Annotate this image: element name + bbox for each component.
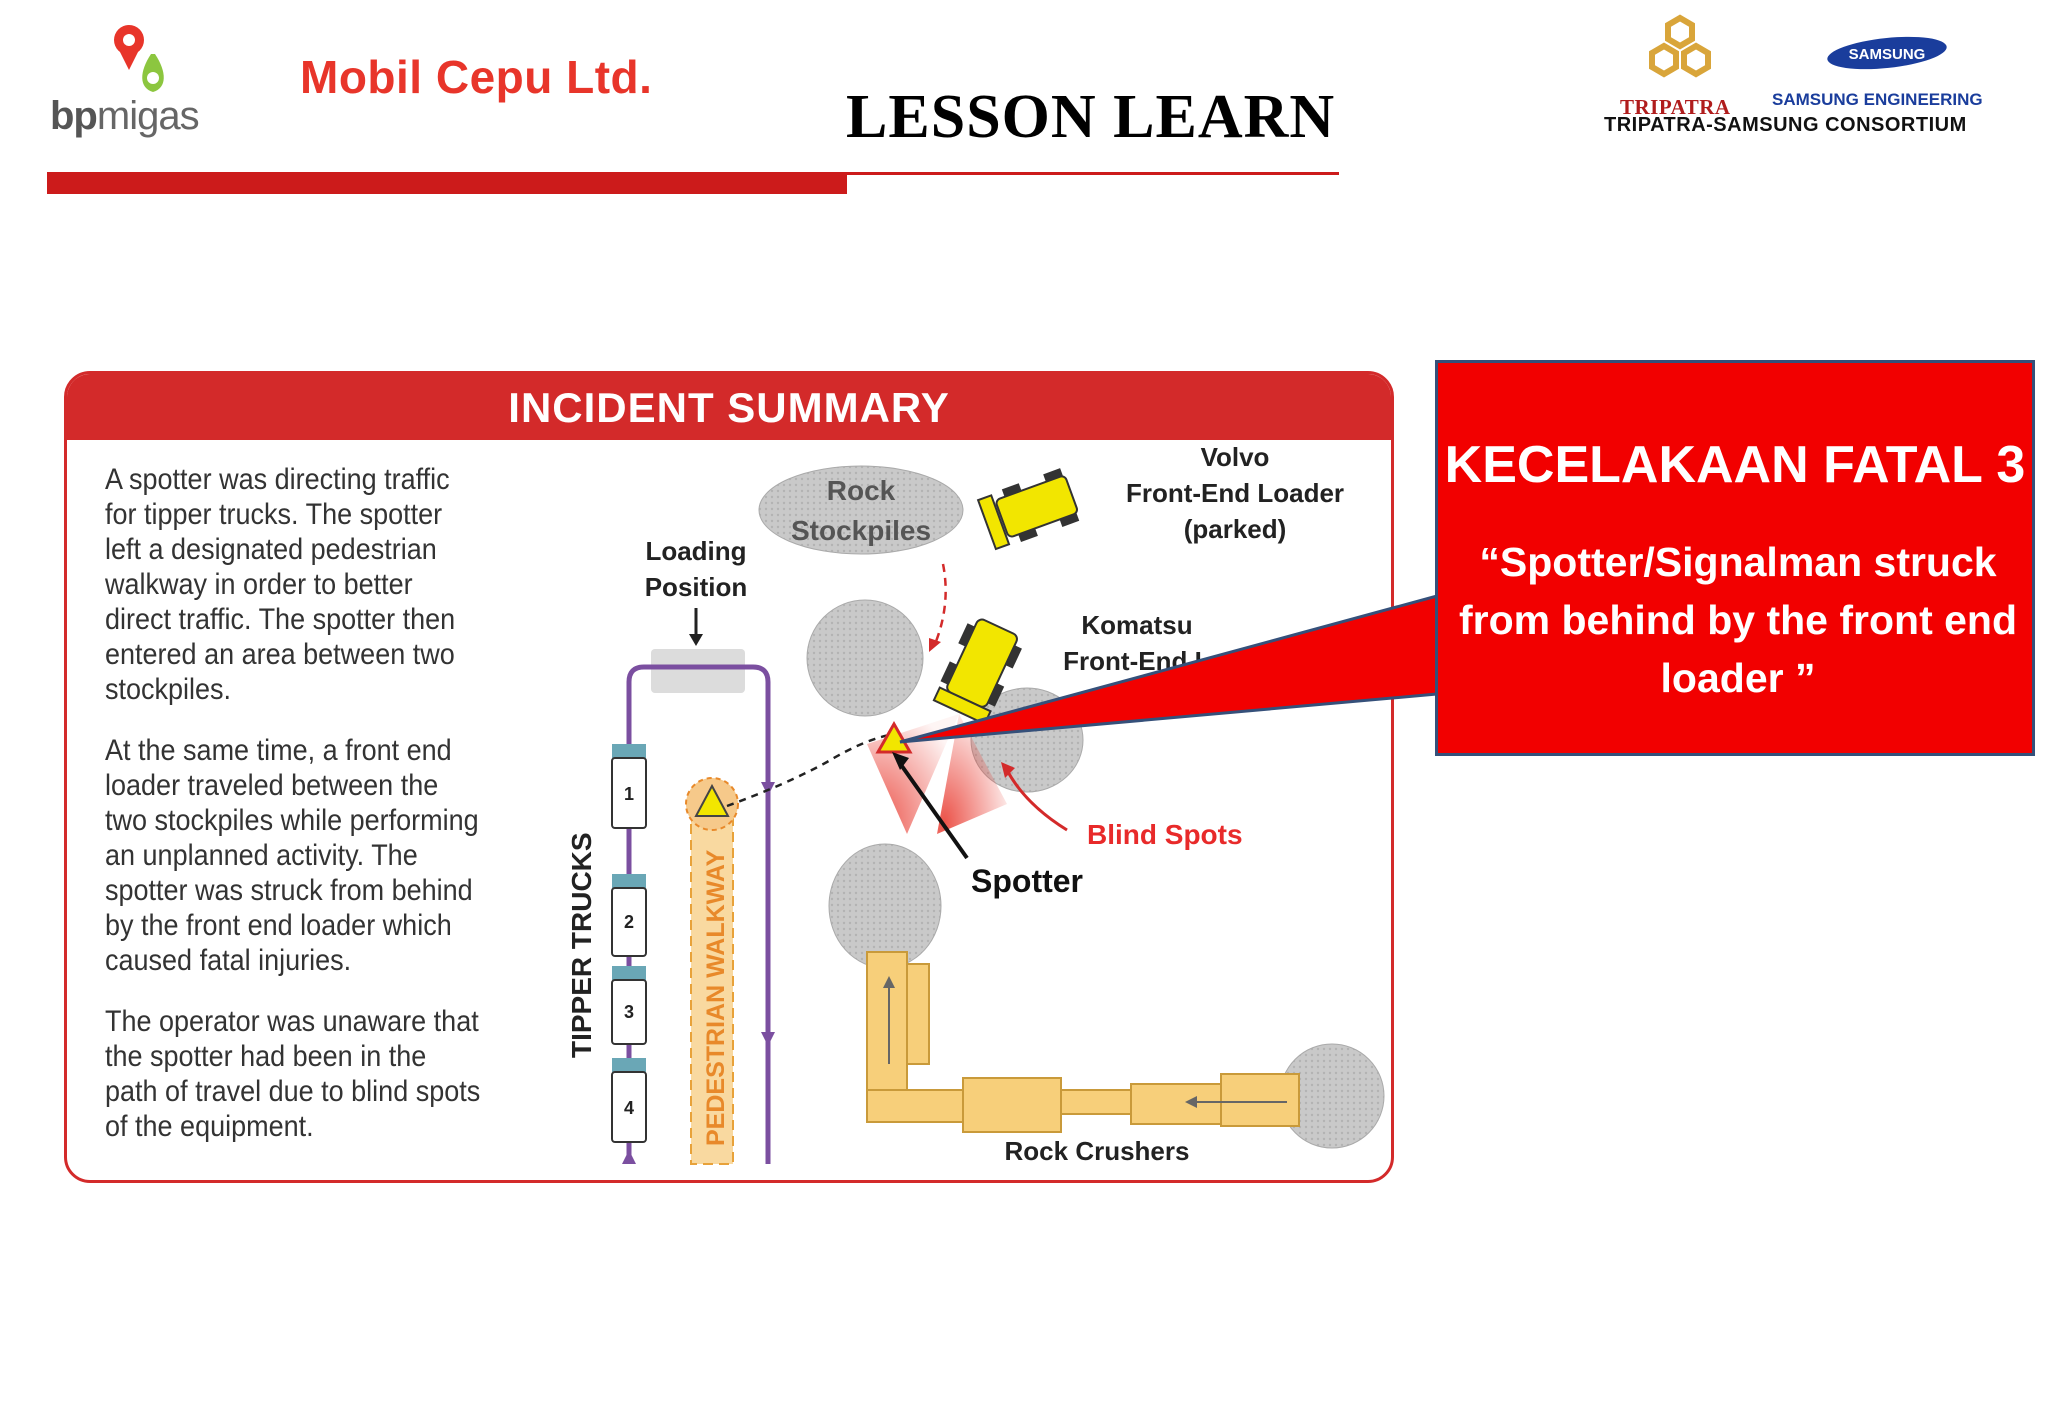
samsung-engineering-label: SAMSUNG ENGINEERING xyxy=(1772,90,1983,109)
incident-summary-heading: INCIDENT SUMMARY xyxy=(67,374,1391,440)
company-name: Mobil Cepu Ltd. xyxy=(300,51,653,103)
fatal-incident-callout: KECELAKAAN FATAL 3 “Spotter/Signalman st… xyxy=(1435,360,2035,756)
pedestrian-walkway-label: PEDESTRIAN WALKWAY xyxy=(702,849,730,1146)
volvo-label: Volvo xyxy=(1201,442,1270,472)
consortium-label: TRIPATRA-SAMSUNG CONSORTIUM xyxy=(1604,114,1967,136)
tripatra-hexagon-icon xyxy=(1649,14,1711,78)
svg-text:3: 3 xyxy=(624,1002,634,1022)
tipper-truck: 3 xyxy=(611,966,647,1045)
blind-spots-pointer xyxy=(1005,769,1068,832)
volvo-label: (parked) xyxy=(1184,514,1287,544)
blind-spot-zone xyxy=(937,714,1007,834)
blind-spots-pointer-head xyxy=(1001,762,1015,778)
spotter-warning-icon xyxy=(875,720,913,754)
komatsu-label: Komatsu xyxy=(1081,610,1192,640)
summary-paragraph: A spotter was directing traffic for tipp… xyxy=(105,463,456,706)
svg-text:4: 4 xyxy=(624,1098,634,1118)
loader-route-arrow xyxy=(929,638,941,652)
callout-title: KECELAKAAN FATAL 3 xyxy=(1444,436,2026,494)
route-arrow xyxy=(622,1150,636,1164)
rock-stockpile-main xyxy=(758,465,964,555)
summary-paragraph: The operator was unaware that the spotte… xyxy=(105,1005,481,1143)
spotter-pointer-head xyxy=(892,752,909,770)
callout-description: “Spotter/Signalman struck from behind by… xyxy=(1458,539,2018,701)
conveyor-arrow-head xyxy=(883,976,895,988)
incident-site-diagram: Rock Stockpiles Loading Position 1 2 xyxy=(566,442,1385,1166)
warning-triangle-icon xyxy=(694,783,730,817)
truck-route-path xyxy=(626,664,771,1164)
rock-stockpiles-label: Stockpiles xyxy=(791,515,931,546)
spotter-path xyxy=(726,732,896,808)
blind-spots-label: Blind Spots xyxy=(1087,819,1243,850)
tipper-truck: 2 xyxy=(611,874,647,957)
loader-route xyxy=(933,563,947,645)
loading-position-pad xyxy=(651,649,745,693)
stockpile-circle xyxy=(806,599,924,717)
tipper-trucks-label: TIPPER TRUCKS xyxy=(566,832,597,1058)
header-divider-thin xyxy=(47,172,1339,175)
callout-pointer-shape xyxy=(899,594,1439,744)
spotter-label: Spotter xyxy=(971,863,1083,899)
svg-text:1: 1 xyxy=(624,784,634,804)
samsung-logo-text: SAMSUNG xyxy=(1849,46,1926,63)
incident-summary-card: INCIDENT SUMMARY A spotter was directing… xyxy=(64,371,1394,1183)
conveyor-arrow-head xyxy=(1185,1096,1197,1108)
komatsu-loader xyxy=(932,618,1022,726)
tipper-truck: 4 xyxy=(611,1058,647,1143)
rock-crushers-label: Rock Crushers xyxy=(1005,1136,1190,1166)
rock-crusher-conveyor xyxy=(866,951,1300,1133)
page-title: LESSON LEARN xyxy=(846,83,1336,151)
volvo-loader xyxy=(976,468,1080,551)
rock-stockpiles-label: Rock xyxy=(827,475,896,506)
loading-arrow-head xyxy=(689,634,703,646)
volvo-label: Front-End Loader xyxy=(1126,478,1344,508)
tipper-truck: 1 xyxy=(611,744,647,829)
bpmigas-emblem-icon xyxy=(114,25,164,92)
header-divider-thick xyxy=(47,174,847,194)
tripatra-wordmark: TRIPATRA xyxy=(1620,95,1731,119)
incident-summary-text: A spotter was directing traffic for tipp… xyxy=(105,462,483,1170)
loading-position-label: Loading xyxy=(645,536,746,566)
svg-text:2: 2 xyxy=(624,912,634,932)
samsung-logo-icon: SAMSUNG xyxy=(1827,36,1947,70)
spotter-pointer xyxy=(897,760,969,860)
loading-position-label: Position xyxy=(645,572,748,602)
summary-paragraph: At the same time, a front end loader tra… xyxy=(105,734,479,977)
bpmigas-wordmark: bpmigas xyxy=(50,94,200,138)
route-arrow xyxy=(761,1032,775,1046)
bpmigas-logo: bpmigas xyxy=(50,18,250,143)
